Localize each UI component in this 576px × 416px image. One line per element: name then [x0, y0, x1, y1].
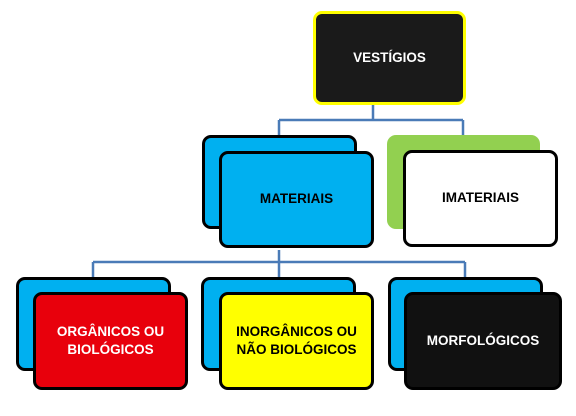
node-vestigios: VESTÍGIOS: [313, 11, 466, 105]
node-morfologicos: MORFOLÓGICOS: [404, 292, 562, 390]
node-materiais: MATERIAIS: [219, 151, 374, 248]
node-organicos: ORGÂNICOS OU BIOLÓGICOS: [33, 292, 188, 390]
node-inorganicos: INORGÂNICOS OU NÃO BIOLÓGICOS: [219, 292, 374, 390]
node-imateriais: IMATERIAIS: [403, 150, 558, 247]
